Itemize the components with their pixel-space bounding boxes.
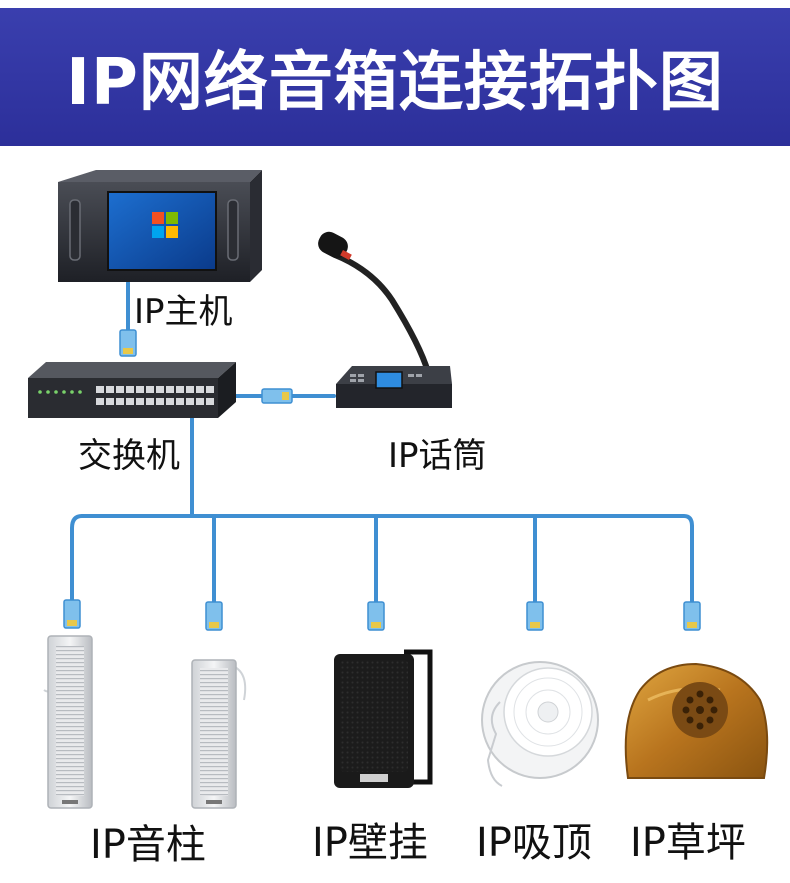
lawn-speaker-icon [624, 662, 769, 779]
label-ip-wall-mount: IP壁挂 [312, 820, 428, 866]
host-computer-icon [58, 170, 262, 282]
rj45-icon [205, 601, 223, 631]
rj45-connectors [63, 329, 701, 631]
rj45-icon [526, 601, 544, 631]
ceiling-speaker-icon [481, 661, 599, 787]
cable-bus-left [70, 514, 84, 602]
rj45-icon [683, 601, 701, 631]
label-ip-ceiling: IP吸顶 [476, 820, 592, 866]
label-ip-microphone: IP话筒 [388, 436, 487, 476]
page-title: IP网络音箱连接拓扑图 [66, 46, 724, 120]
rj45-icon [63, 599, 81, 629]
label-switch: 交换机 [78, 436, 180, 476]
rj45-icon [261, 388, 293, 404]
rj45-icon [119, 329, 137, 357]
title-banner: IP网络音箱连接拓扑图 [0, 8, 790, 146]
cable-bus [80, 514, 694, 528]
network-switch-icon [28, 362, 236, 418]
rj45-icon [367, 601, 385, 631]
column-speaker-icon [43, 635, 93, 809]
column-speaker-icon [191, 659, 247, 809]
cable-network [70, 281, 694, 604]
wall-mount-speaker-icon [334, 649, 433, 788]
label-ip-host: IP主机 [134, 292, 233, 332]
paging-microphone-icon [318, 231, 452, 408]
header: IP网络音箱连接拓扑图 [0, 0, 790, 146]
label-ip-lawn: IP草坪 [630, 820, 746, 866]
label-ip-column: IP音柱 [90, 822, 206, 868]
